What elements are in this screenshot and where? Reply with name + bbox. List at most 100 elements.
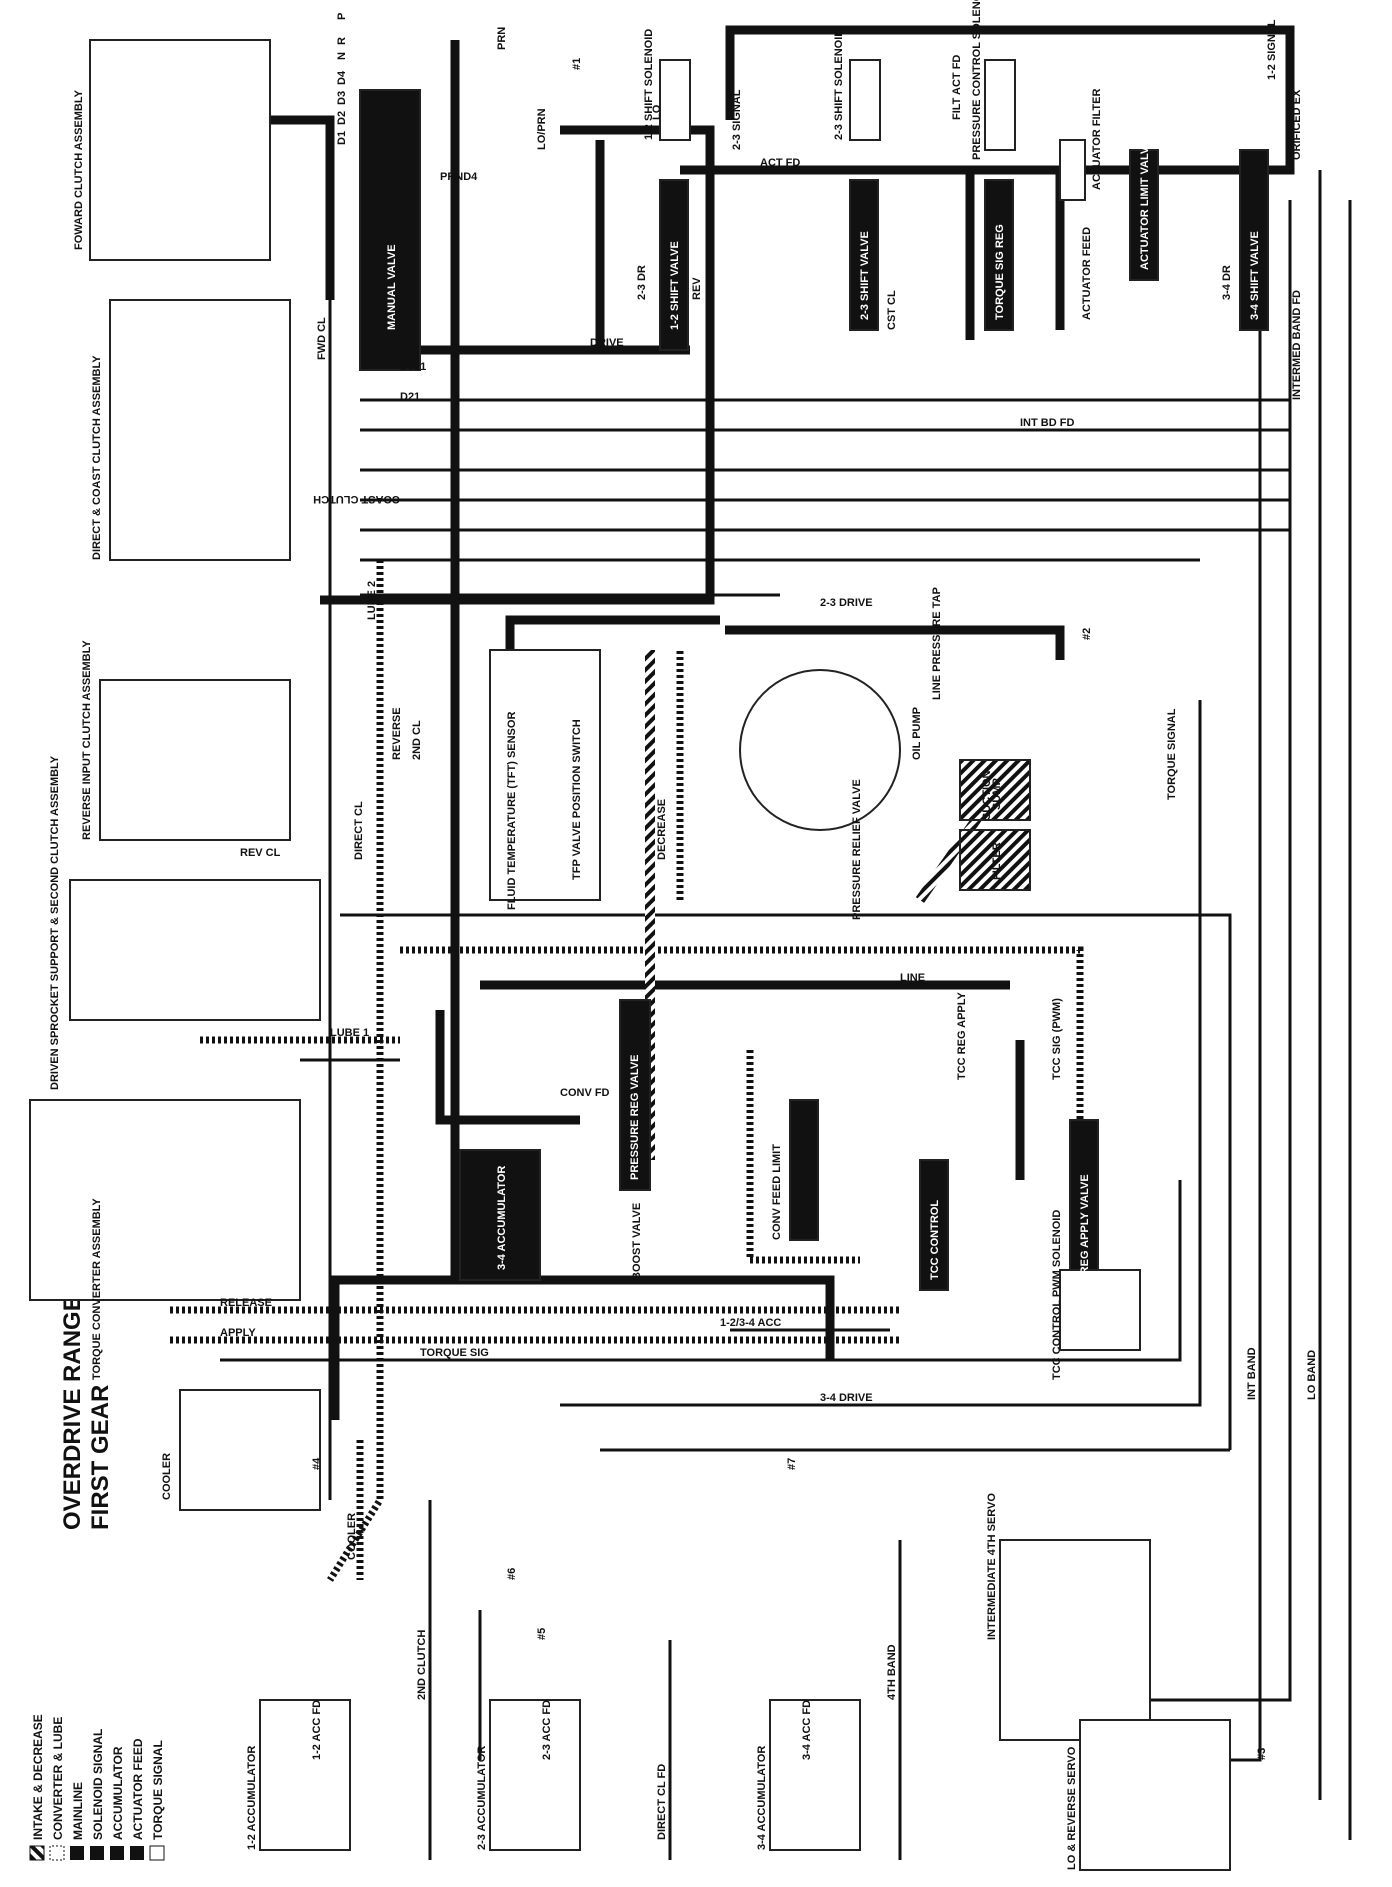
legend-label: ACTUATOR FEED xyxy=(131,1738,145,1840)
pressure-solenoid-body xyxy=(984,59,1016,151)
label-3-4-acc-fd: 3-4 ACC FD xyxy=(801,1700,813,1760)
intermediate-servo-body xyxy=(999,1539,1151,1741)
legend-item-actuator: ACTUATOR FEED xyxy=(130,1738,145,1860)
label-1-2-acc-fd: 1-2 ACC FD xyxy=(311,1700,323,1760)
actuator-filter-body xyxy=(1059,139,1086,201)
label-2-3-drive: 2-3 DRIVE xyxy=(820,597,873,609)
label-orificed-ex: ORIFICED EX xyxy=(1291,89,1303,160)
label-int-band: INT BAND xyxy=(1246,1347,1258,1400)
sump-box xyxy=(959,759,1031,821)
lo-reverse-servo-body xyxy=(1079,1719,1231,1871)
label-1-2-signal: 1-2 SIGNAL xyxy=(1266,19,1278,80)
gear-d2: D2 xyxy=(336,111,348,125)
label-cooler-passage: COOLER xyxy=(346,1513,358,1560)
label-intermediate-servo: INTERMEDIATE 4TH SERVO xyxy=(986,1493,998,1640)
label-conv-feed-limit: CONV FEED LIMIT xyxy=(771,1144,783,1240)
gear-n: N xyxy=(336,52,348,60)
three-four-drive-lower xyxy=(560,700,1202,1407)
label-filter: FILTER xyxy=(991,842,1003,880)
label-4th-band: 4TH BAND xyxy=(886,1644,898,1700)
label-3-4-shift-valve: 3-4 SHIFT VALVE xyxy=(1249,231,1261,320)
legend-label: MAINLINE xyxy=(71,1782,85,1840)
legend-label: ACCUMULATOR xyxy=(111,1746,125,1840)
accumulator-2-3-body xyxy=(489,1699,581,1851)
legend-item-intake: INTAKE & DECREASE xyxy=(29,1714,45,1861)
label-tcc-reg-apply: TCC REG APPLY VALVE xyxy=(1079,1174,1091,1300)
label-d21: D21 xyxy=(400,391,420,403)
label-prnd4: PRND4 xyxy=(440,171,478,183)
shift-valve-1-2 xyxy=(659,179,689,351)
label-lube-1: LUBE 1 xyxy=(330,1027,369,1039)
line-conv-fd xyxy=(435,1010,580,1125)
checkballs: #1 #2 #3 #4 #5 #6 #7 xyxy=(311,58,1268,1760)
component-labels: FOWARD CLUTCH ASSEMBLY DIRECT & COAST CL… xyxy=(49,0,1261,1870)
legend-label: SOLENOID SIGNAL xyxy=(91,1729,105,1840)
label-line-pressure-tap: LINE PRESSURE TAP xyxy=(931,587,943,700)
checkball-6: #6 xyxy=(506,1568,518,1580)
manual-valve-body xyxy=(359,89,421,371)
label-3-4-accumulator-valve: 3-4 ACCUMULATOR xyxy=(496,1166,508,1270)
label-torque-signal: TORQUE SIGNAL xyxy=(1166,708,1178,800)
label-2-3-accumulator: 2-3 ACCUMULATOR xyxy=(476,1746,488,1850)
label-direct-cl: DIRECT CL xyxy=(353,801,365,860)
label-1-2-accumulator: 1-2 ACCUMULATOR xyxy=(246,1746,258,1850)
label-torque-sig-reg: TORQUE SIG REG xyxy=(994,224,1006,320)
mainline-vertical xyxy=(330,40,460,1420)
label-fluid-temp: FLUID TEMPERATURE (TFT) SENSOR xyxy=(506,712,518,910)
label-suction: SUCTION xyxy=(981,770,993,820)
direct-cl-line xyxy=(340,913,1232,1450)
label-conv-fd: CONV FD xyxy=(560,1087,610,1099)
legend-item-accumulator: ACCUMULATOR xyxy=(110,1746,125,1860)
actuator-limit-valve xyxy=(1129,149,1159,281)
legend-item-converter: CONVERTER & LUBE xyxy=(49,1717,65,1861)
cooler-upper xyxy=(400,946,1084,1120)
title-line-1: OVERDRIVE RANGE xyxy=(59,1295,86,1530)
label-3-4-accumulator: 3-4 ACCUMULATOR xyxy=(756,1746,768,1850)
label-oil-pump: OIL PUMP xyxy=(911,707,923,760)
label-3-4-dr: 3-4 DR xyxy=(1221,265,1233,300)
label-torque-sig: TORQUE SIG xyxy=(420,1347,489,1359)
label-decrease: DECREASE xyxy=(656,799,668,860)
label-direct-cl-fd: DIRECT CL FD xyxy=(656,1764,668,1840)
label-actuator-limit: ACTUATOR LIMIT VALVE xyxy=(1139,139,1151,270)
signal-loop xyxy=(680,25,1295,175)
label-release: RELEASE xyxy=(220,1297,272,1309)
fourth-band-line xyxy=(1140,200,1292,1702)
label-sump: SUMP xyxy=(991,778,1003,810)
line-to-pump xyxy=(725,625,1065,660)
checkball-2: #2 xyxy=(1081,628,1093,640)
checkball-7: #7 xyxy=(786,1458,798,1470)
gear-d1: D1 xyxy=(336,131,348,145)
conv-feed-limit-valve xyxy=(789,1099,819,1241)
gear-d4: D4 xyxy=(336,70,348,85)
label-2nd-cl: 2ND CL xyxy=(411,720,423,760)
label-boost-valve: BOOST VALVE xyxy=(631,1203,643,1280)
label-3-4-drive: 3-4 DRIVE xyxy=(820,1392,873,1404)
label-1-2-solenoid: 1-2 SHIFT SOLENOID xyxy=(643,29,655,140)
label-d321: D321 xyxy=(400,361,426,373)
lube-2-line xyxy=(327,560,384,1582)
gear-r: R xyxy=(336,37,348,45)
label-1-2-3-4-acc: 1-2/3-4 ACC xyxy=(720,1317,781,1329)
solenoid-1-2-body xyxy=(659,59,691,141)
legend-item-torque: TORQUE SIGNAL xyxy=(149,1740,165,1861)
direct-coast-clutch-drawing xyxy=(109,299,291,561)
conv-feed-line xyxy=(746,1050,860,1264)
label-2-3-signal: 2-3 SIGNAL xyxy=(731,89,743,150)
label-fwd-cl: FWD CL xyxy=(316,317,328,360)
sprocket-drawing xyxy=(69,879,321,1021)
passage-lines xyxy=(170,25,1352,1860)
label-lo-band: LO BAND xyxy=(1306,1350,1318,1400)
label-tcc-reg-apply: TCC REG APPLY xyxy=(956,992,968,1080)
forward-clutch-line xyxy=(320,125,715,605)
label-cooler: COOLER xyxy=(161,1453,173,1500)
label-rev: REV xyxy=(691,277,703,300)
legend-label: TORQUE SIGNAL xyxy=(151,1740,165,1840)
label-pressure-relief: PRESSURE RELIEF VALVE xyxy=(851,779,863,920)
label-2nd-clutch: 2ND CLUTCH xyxy=(416,1630,428,1700)
label-coast-clutch: COAST CLUTCH xyxy=(313,493,400,505)
legend: INTAKE & DECREASE CONVERTER & LUBE MAINL… xyxy=(29,1714,165,1861)
label-filt-act-fd: FILT ACT FD xyxy=(951,55,963,120)
